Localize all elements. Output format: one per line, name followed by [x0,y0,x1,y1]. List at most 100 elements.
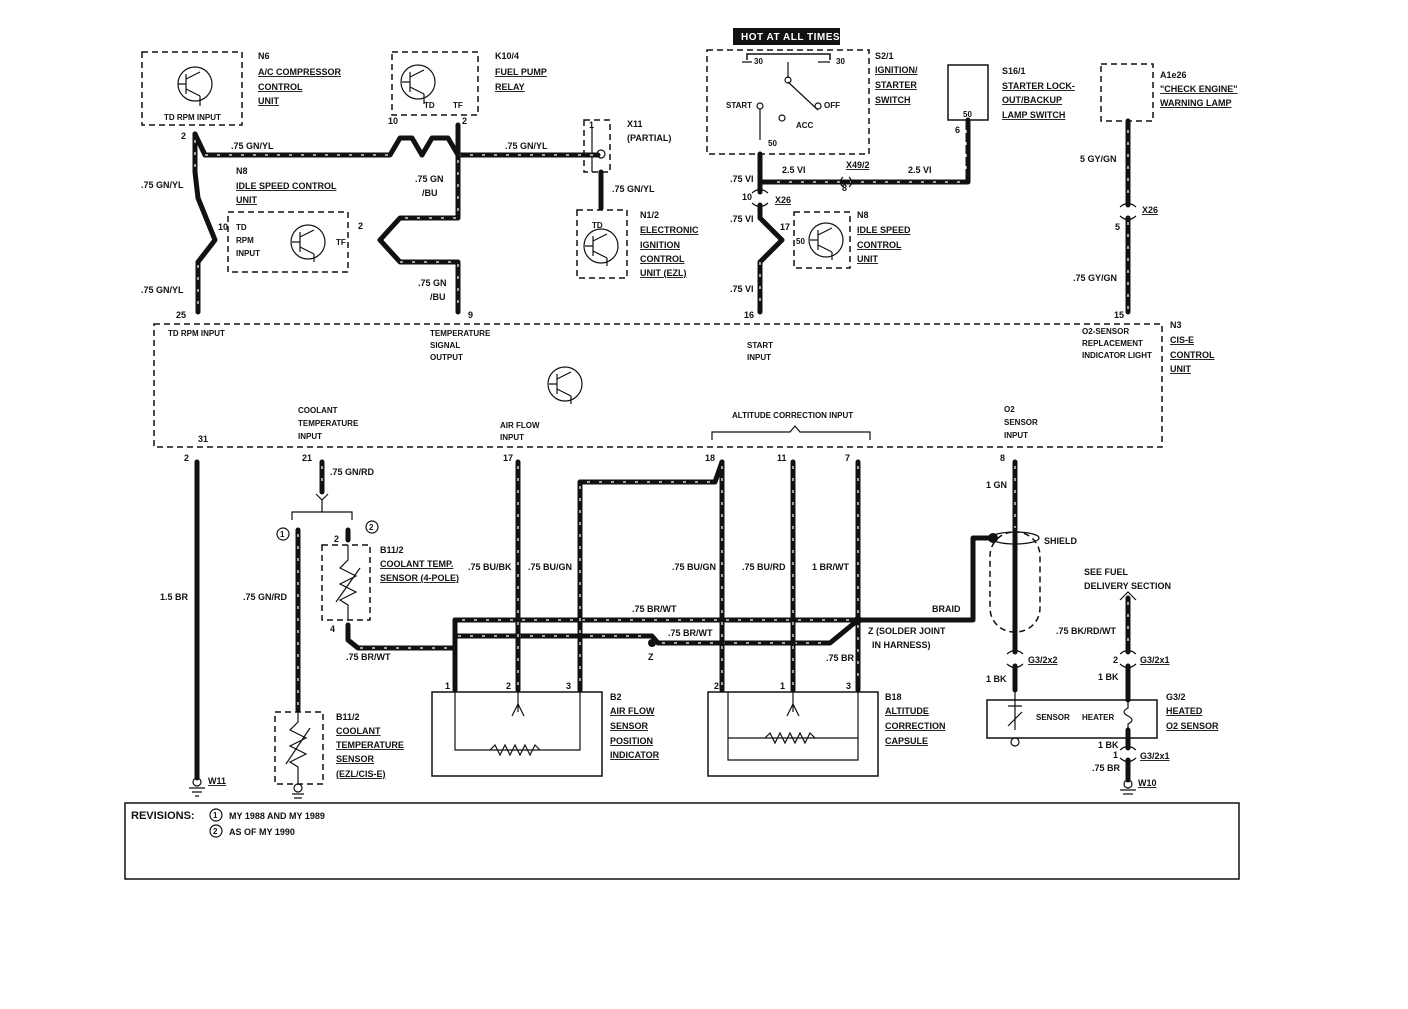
mark-2: 2 [369,523,374,532]
lower-wire-labels: 1.5 BR .75 GN/RD .75 GN/RD .75 BU/BK .75… [160,467,1121,773]
wire-label-26: .75 BR/WT [346,652,391,662]
n3-o2-input-1: O2 [1004,405,1015,414]
b2-pin-1: 1 [445,681,450,691]
wire-label-18: .75 BU/BK [468,562,512,572]
wire-label-22: 1 BR/WT [812,562,850,572]
n3-temp-out-2: SIGNAL [430,341,460,350]
wire-label-15: 1.5 BR [160,592,189,602]
n3-airflow-1: AIR FLOW [500,421,540,430]
b11-top-line2: SENSOR (4-POLE) [380,573,459,583]
wire-label-11: 2.5 VI [782,165,806,175]
s2-1-line2: STARTER [875,80,917,90]
s2-1-acc: ACC [796,121,814,130]
n8-right-id: N8 [857,210,869,220]
n3-coolant-1: COOLANT [298,406,338,415]
g3-2x1-top-label: G3/2x1 [1140,655,1170,665]
n1-2-line2: IGNITION [640,240,680,250]
n3-o2-indicator-3: INDICATOR LIGHT [1082,351,1152,360]
x26-right-label: X26 [1142,205,1158,215]
n3-airflow-2: INPUT [500,433,524,442]
k10-4-pin-10: 10 [388,116,398,126]
solder-joints: Z (SOLDER JOINT IN HARNESS) Z [648,616,946,662]
g3-pin-2: 2 [1113,655,1118,665]
k10-4-id: K10/4 [495,51,519,61]
a1e26-check-engine-lamp: A1e26 "CHECK ENGINE" WARNING LAMP [1100,63,1238,122]
b11-pin-2: 2 [334,534,339,544]
n8-left-id: N8 [236,166,248,176]
b18-pin-2: 2 [714,681,719,691]
b18-pin-3: 3 [846,681,851,691]
b11-bottom-id: B11/2 [336,712,360,722]
n3-pin-15: 15 [1114,310,1124,320]
s2-1-pin-30b: 30 [836,57,845,66]
n3-id: N3 [1170,320,1182,330]
x26-pin-10: 10 [742,192,752,202]
wire-label-30: 1 BK [1098,672,1119,682]
wire-label-8: .75 VI [730,174,754,184]
ground-w11: W11 [189,776,226,797]
s2-1-id: S2/1 [875,51,894,61]
upper-wires [192,117,1131,315]
n3-pin-25: 25 [176,310,186,320]
n3-cis-e-control-unit: N3 CIS-E CONTROL UNIT TD RPM INPUT TEMPE… [153,310,1215,463]
n3-pin-11: 11 [777,453,787,463]
n1-2-line1: ELECTRONIC [640,225,699,235]
n3-line2: CONTROL [1170,350,1215,360]
s2-1-off: OFF [824,101,840,110]
s16-1-pin-50: 50 [963,110,972,119]
g3-2-heater-label: HEATER [1082,713,1115,722]
n3-pin-7: 7 [845,453,850,463]
n3-o2-input-3: INPUT [1004,431,1028,440]
wire-label-31: 1 BK [1098,740,1119,750]
b11-top-id: B11/2 [380,545,404,555]
n1-2-pin-td: TD [592,221,603,230]
b2-pin-2: 2 [506,681,511,691]
n6-line2: CONTROL [258,82,303,92]
n8-left-line2: UNIT [236,195,257,205]
b11-bottom-line2: TEMPERATURE [336,740,404,750]
wire-label-12: 2.5 VI [908,165,932,175]
n6-line3: UNIT [258,96,279,106]
g3-2-id: G3/2 [1166,692,1186,702]
n3-start-input-2: INPUT [747,353,771,362]
x11-connector: 1 X11 (PARTIAL) [583,119,671,173]
wire-label-10: .75 VI [730,284,754,294]
s2-1-pin-50: 50 [768,139,777,148]
s16-1-line1: STARTER LOCK- [1002,81,1075,91]
wire-label-3: .75 GN/YL [141,180,184,190]
n8-left-pin-2: 2 [358,221,363,231]
upper-connectors: X26 X26 X49/2 8 10 5 [742,160,1158,232]
b2-line2: SENSOR [610,721,649,731]
hot-at-all-times-label: HOT AT ALL TIMES [733,28,840,45]
braid-label: BRAID [932,604,961,614]
x49-pin-8: 8 [842,183,847,193]
n6-id: N6 [258,51,270,61]
b2-id: B2 [610,692,622,702]
n3-line3: UNIT [1170,364,1191,374]
s2-1-line3: SWITCH [875,95,911,105]
revision-2-num: 2 [213,827,218,836]
s16-1-pin-6: 6 [955,125,960,135]
n6-pin-label: TD RPM INPUT [164,113,221,122]
wire-label-4: .75 GN/YL [141,285,184,295]
n3-pin-8: 8 [1000,453,1005,463]
b11-bottom-line4: (EZL/CIS-E) [336,769,386,779]
n3-pin-2: 2 [184,453,189,463]
b11-2-coolant-sensor-4pole: 2 4 B11/2 COOLANT TEMP. SENSOR (4-POLE) … [276,520,459,634]
g3-2x1-bottom-label: G3/2x1 [1140,751,1170,761]
k10-4-line2: RELAY [495,82,525,92]
n1-2-line4: UNIT (EZL) [640,268,687,278]
svg-text:1: 1 [589,120,594,130]
n3-pin-18: 18 [705,453,715,463]
wire-label-1: .75 GN/YL [231,141,274,151]
ground-w10-label: W10 [1138,778,1157,788]
s2-1-ignition-switch: 30 30 START OFF ACC 50 S2/1 IGNITION/ ST… [706,49,918,155]
n8-right-line2: CONTROL [857,240,902,250]
k10-4-pin-td: TD [424,101,435,110]
k10-4-fuel-pump-relay: TD TF K10/4 FUEL PUMP RELAY [391,51,547,116]
n3-pin-21: 21 [302,453,312,463]
n3-temp-out-1: TEMPERATURE [430,329,491,338]
k10-4-pin-2: 2 [462,116,467,126]
n3-line1: CIS-E [1170,335,1194,345]
n3-pin-17: 17 [503,453,513,463]
